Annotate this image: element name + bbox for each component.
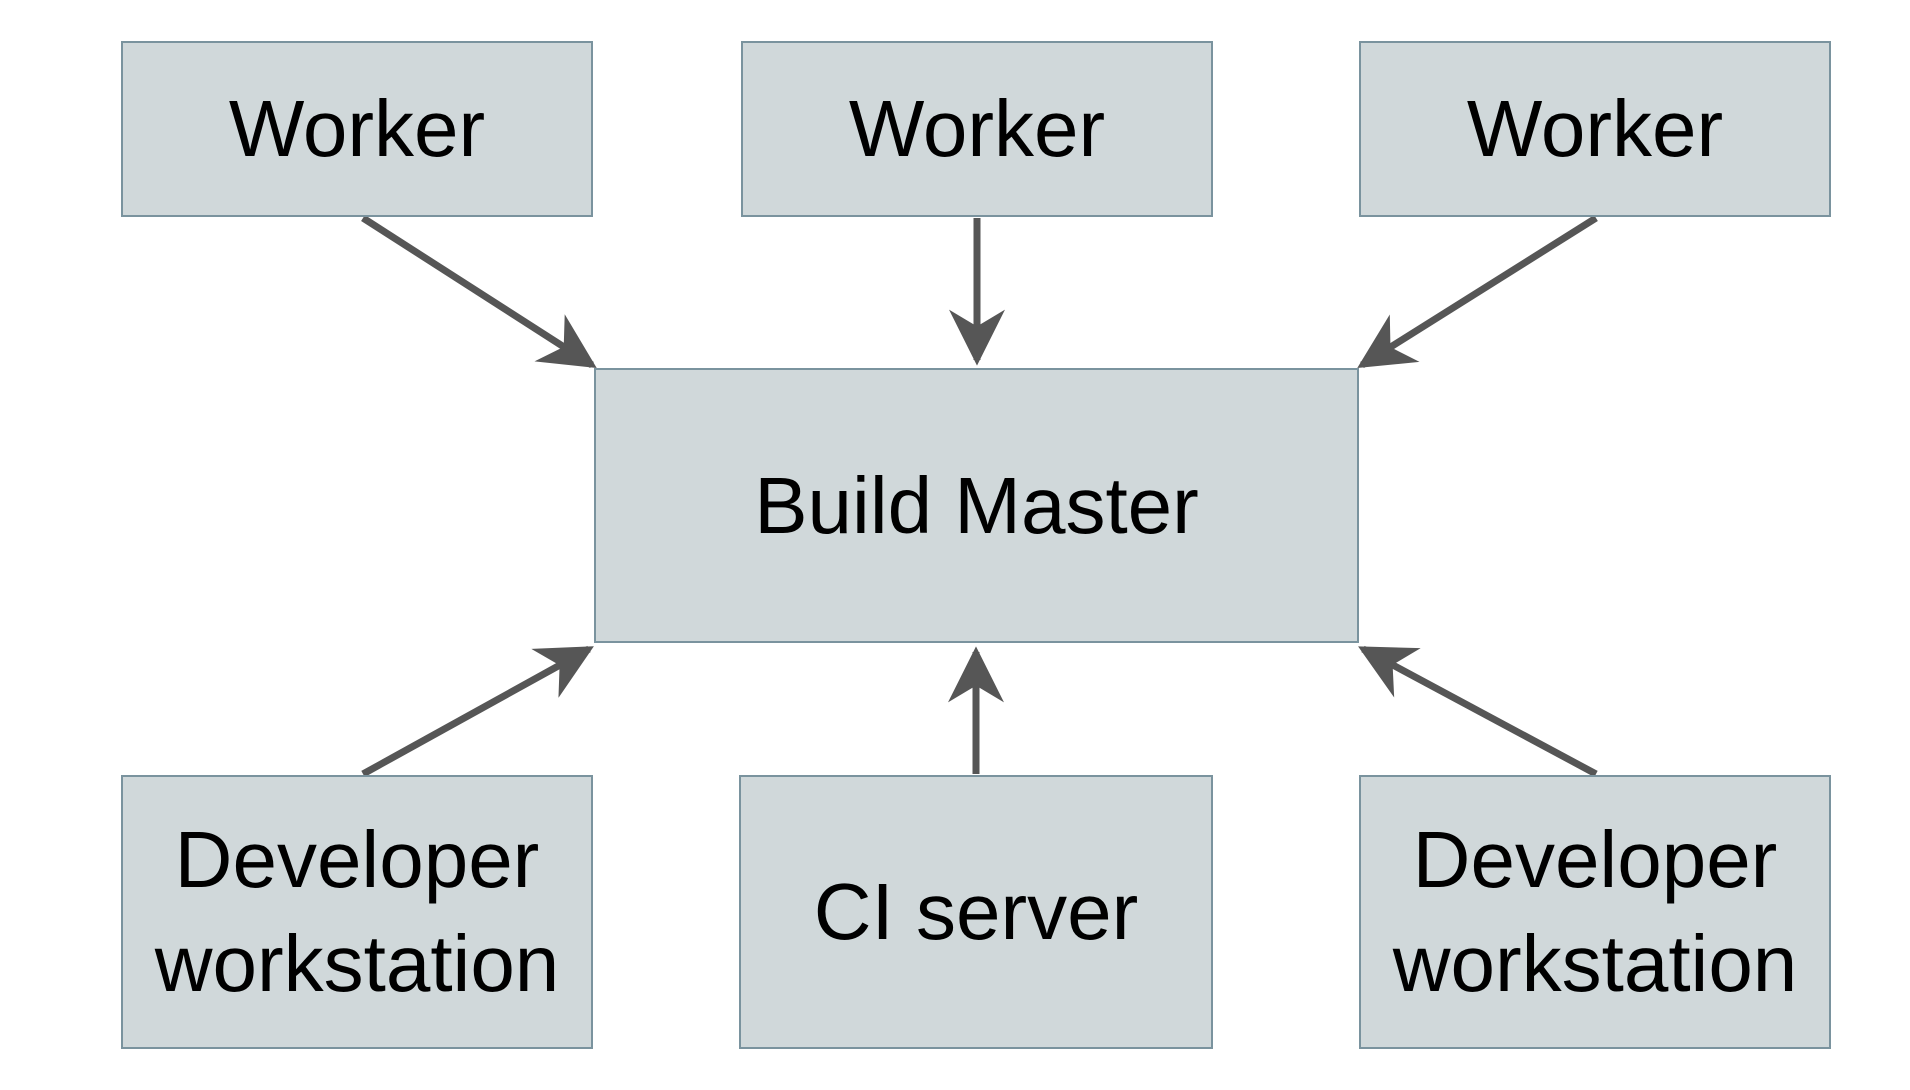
node-dev-workstation-left: Developer workstation bbox=[121, 775, 593, 1049]
arrow-dev-workstation-left-to-build-master bbox=[361, 645, 594, 778]
node-worker-3: Worker bbox=[1359, 41, 1831, 217]
node-ci-server-label: CI server bbox=[813, 867, 1139, 956]
node-dev-workstation-left-label: Developer workstation bbox=[154, 815, 560, 1008]
node-dev-workstation-right: Developer workstation bbox=[1359, 775, 1831, 1049]
node-build-master: Build Master bbox=[594, 368, 1359, 643]
arrow-dev-workstation-right-to-build-master bbox=[1358, 645, 1598, 778]
node-worker-2: Worker bbox=[741, 41, 1213, 217]
node-ci-server: CI server bbox=[739, 775, 1213, 1049]
node-worker-2-label: Worker bbox=[848, 84, 1106, 173]
node-build-master-label: Build Master bbox=[754, 460, 1199, 550]
arrow-worker-3-to-build-master bbox=[1357, 215, 1598, 368]
arrow-worker-1-to-build-master bbox=[361, 215, 597, 369]
node-worker-3-label: Worker bbox=[1466, 84, 1724, 173]
node-worker-1-label: Worker bbox=[228, 84, 486, 173]
node-worker-1: Worker bbox=[121, 41, 593, 217]
node-dev-workstation-right-label: Developer workstation bbox=[1392, 815, 1798, 1008]
